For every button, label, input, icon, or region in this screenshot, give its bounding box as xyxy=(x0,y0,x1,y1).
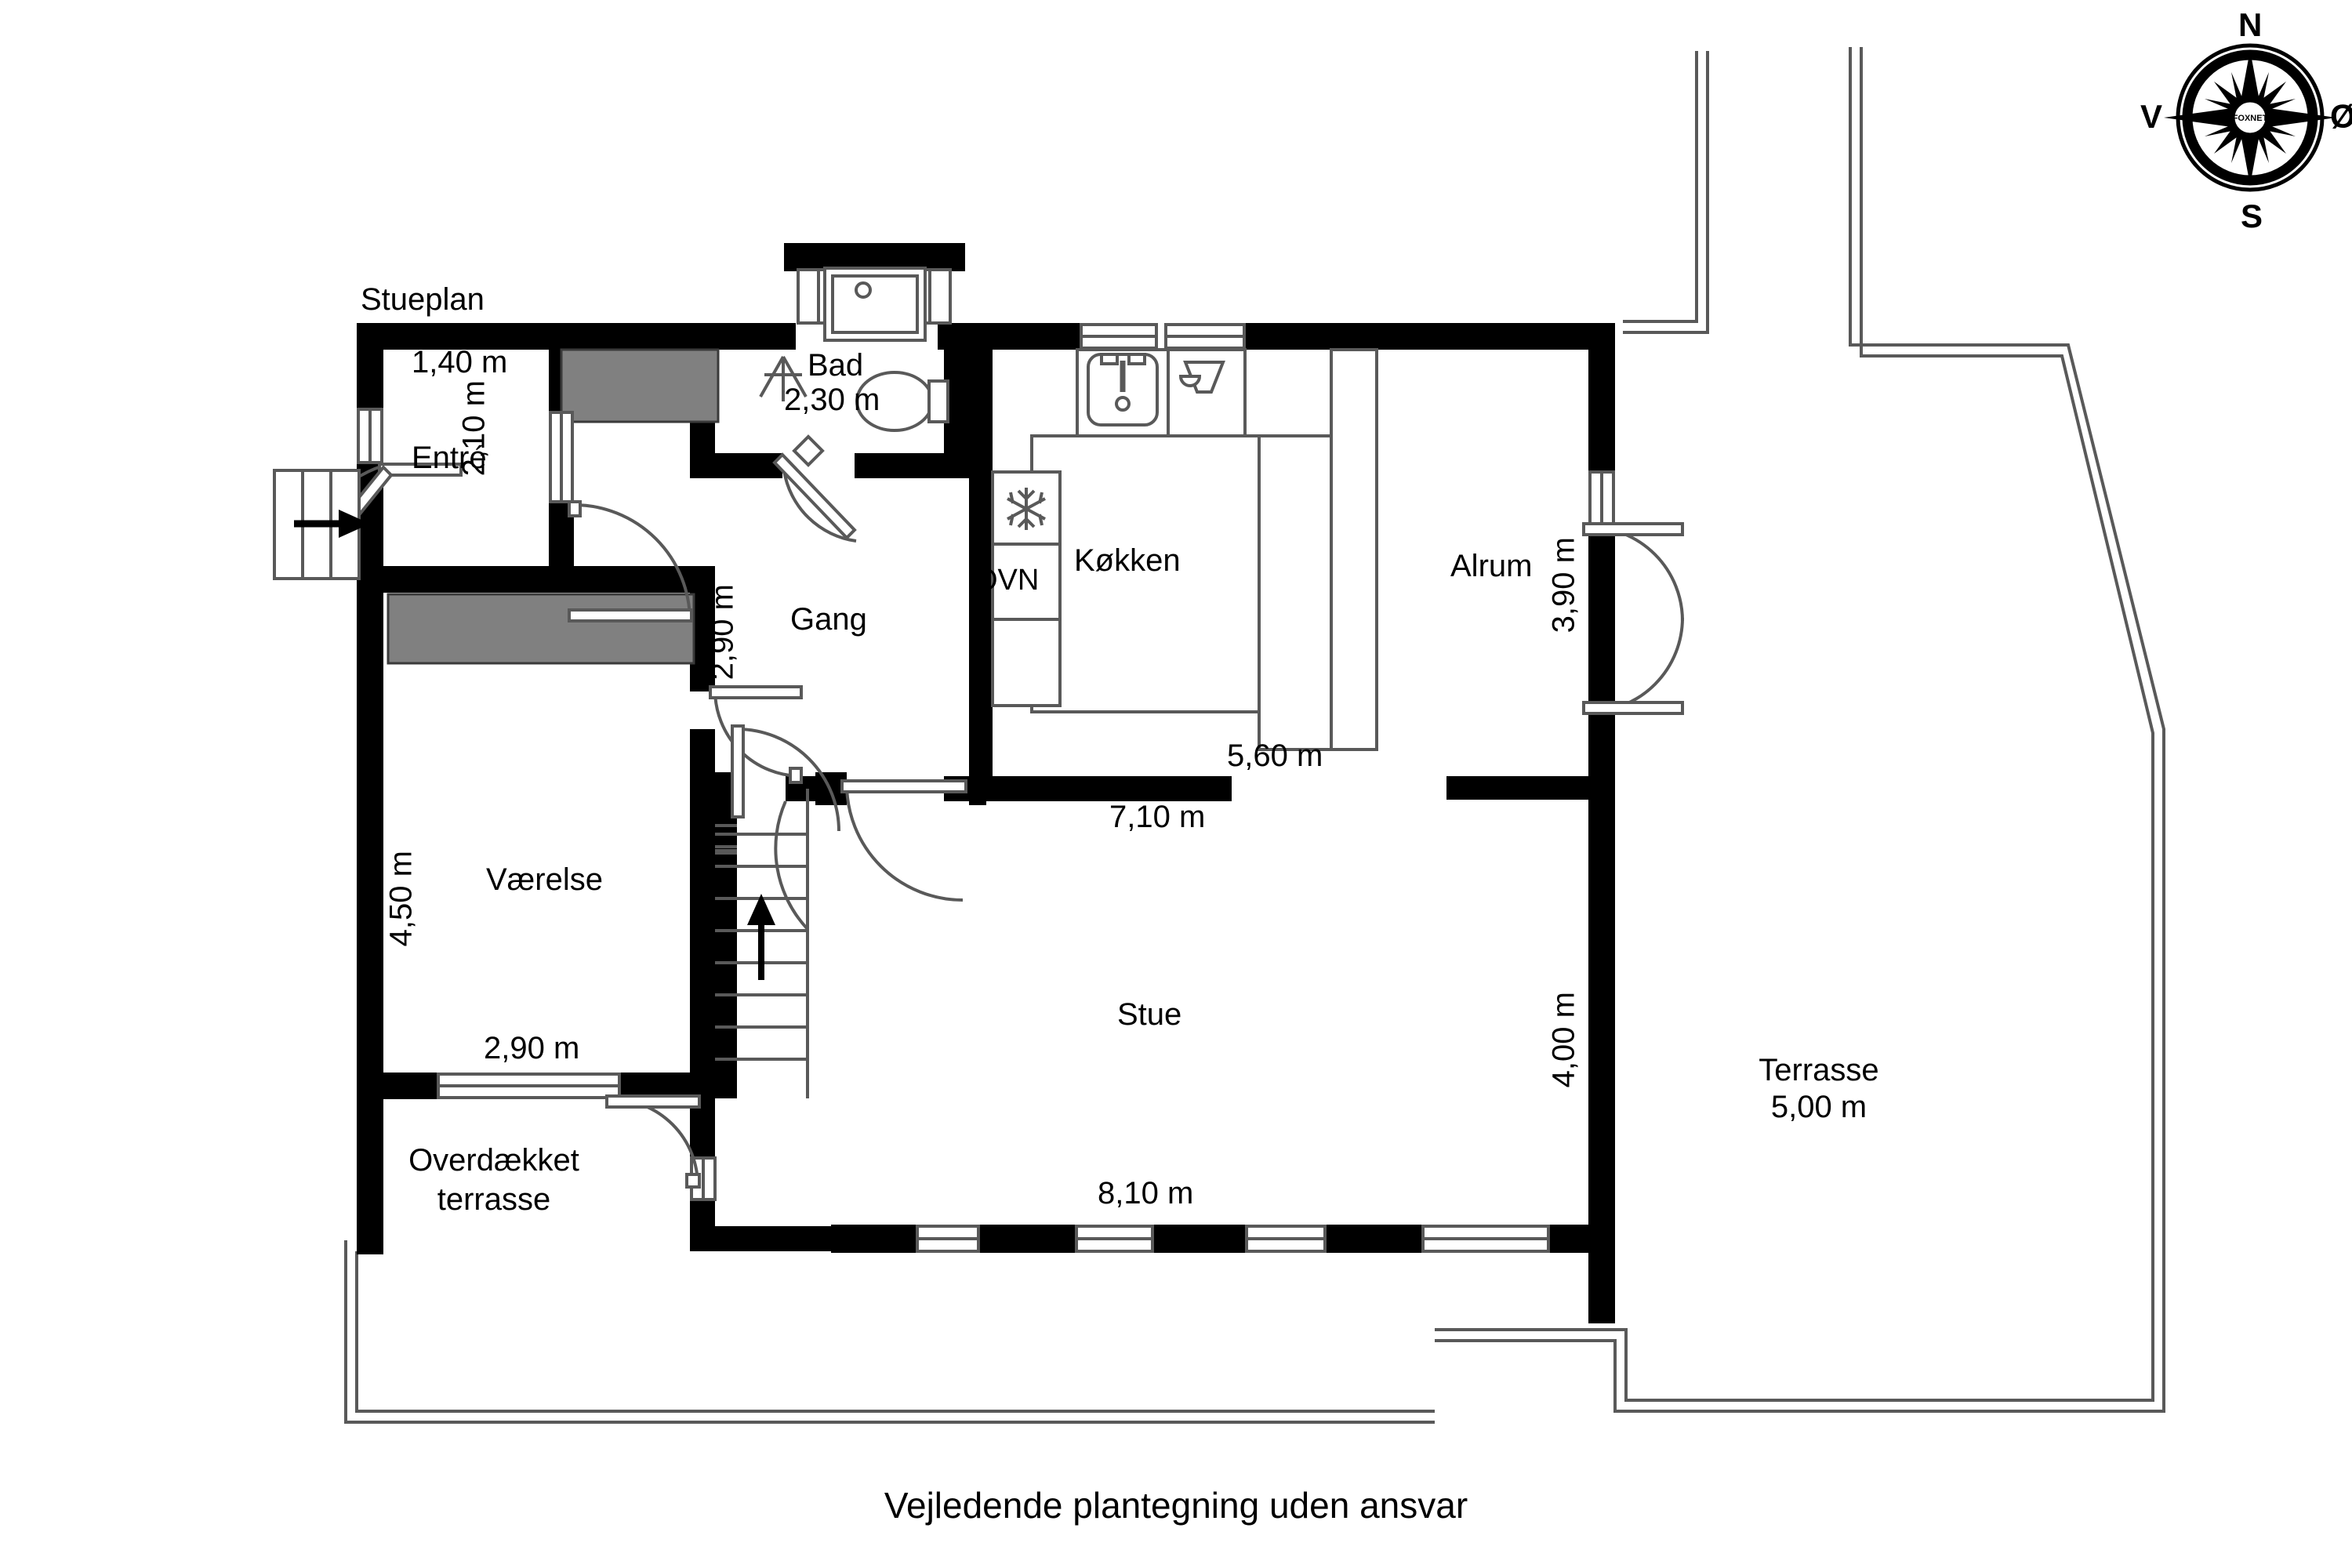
door-bad xyxy=(772,452,857,543)
door-entre-gang xyxy=(568,500,693,622)
room-label-bad: Bad xyxy=(808,348,864,383)
room-label-kokken: Køkken xyxy=(1074,543,1181,578)
dim-vaerelse-height: 4,50 m xyxy=(383,851,419,947)
entry-steps xyxy=(273,469,370,580)
snowflake-icon xyxy=(1007,488,1046,530)
closet-vaerelse xyxy=(387,593,695,665)
door-vaerelse xyxy=(709,685,803,784)
compass-label-west: V xyxy=(2140,98,2163,135)
stair-up-arrow xyxy=(747,894,775,980)
dim-terrasse-width: 5,00 m xyxy=(1770,1090,1867,1124)
room-label-overdaekket-terrasse-line1: Overdækket xyxy=(408,1143,579,1178)
lower-unit xyxy=(991,618,1062,707)
compass-label-south: S xyxy=(2241,198,2263,234)
room-label-overdaekket-terrasse-line2: terrasse xyxy=(437,1182,551,1217)
dim-stue-bottom: 8,10 m xyxy=(1098,1176,1194,1210)
bathroom-fixtures xyxy=(823,267,949,432)
compass-label-east: Ø xyxy=(2330,98,2352,135)
room-label-vaerelse: Værelse xyxy=(486,862,603,897)
shower-icon xyxy=(759,356,808,401)
room-label-terrasse: Terrasse xyxy=(1759,1053,1879,1087)
plot-boundary-left xyxy=(344,1240,1435,1424)
dim-alrum-right: 3,90 m xyxy=(1546,537,1581,633)
oven-unit xyxy=(991,543,1062,621)
dim-stue-top-upper: 5,60 m xyxy=(1227,739,1323,773)
entry-direction-arrow xyxy=(294,510,370,538)
room-label-gang: Gang xyxy=(790,602,867,637)
walls xyxy=(357,243,1615,1323)
compass-rose: FOXNET xyxy=(2164,43,2336,192)
door-stue-lower xyxy=(774,800,809,931)
page-title: Stueplan xyxy=(361,282,485,317)
dim-stue-top-lower: 7,10 m xyxy=(1109,800,1206,834)
terrace-outline xyxy=(1435,47,2165,1413)
kitchen-fixtures xyxy=(991,348,1378,751)
drawing-caption: Vejledende plantegning uden ansvar xyxy=(884,1485,1468,1526)
closets xyxy=(387,348,720,665)
door-gang-stue xyxy=(840,779,967,902)
dim-gang-width: 2,90 m xyxy=(705,584,740,681)
doors xyxy=(302,452,1684,1189)
floor-drain-icon xyxy=(792,434,825,467)
door-alrum-double xyxy=(1582,522,1684,715)
compass-logo: FOXNET xyxy=(2233,114,2268,123)
dim-entre-width: 1,40 m xyxy=(412,345,508,379)
kitchen-island xyxy=(1030,434,1261,713)
room-label-stue: Stue xyxy=(1117,997,1182,1032)
dim-stue-right: 4,00 m xyxy=(1546,992,1581,1088)
room-label-alrum: Alrum xyxy=(1450,549,1533,583)
closet-entre xyxy=(560,348,720,423)
room-label-entre: Entré xyxy=(412,441,487,475)
dim-bad-width: 2,30 m xyxy=(784,383,880,417)
glass-icon xyxy=(1178,361,1225,394)
appliance-label-oven: OVN xyxy=(975,564,1040,597)
door-stair xyxy=(731,724,840,832)
dim-vaerelse-width: 2,90 m xyxy=(484,1031,580,1065)
compass-label-north: N xyxy=(2238,6,2263,43)
staircase xyxy=(715,824,737,852)
door-terrasse-overdaekket xyxy=(605,1094,701,1189)
